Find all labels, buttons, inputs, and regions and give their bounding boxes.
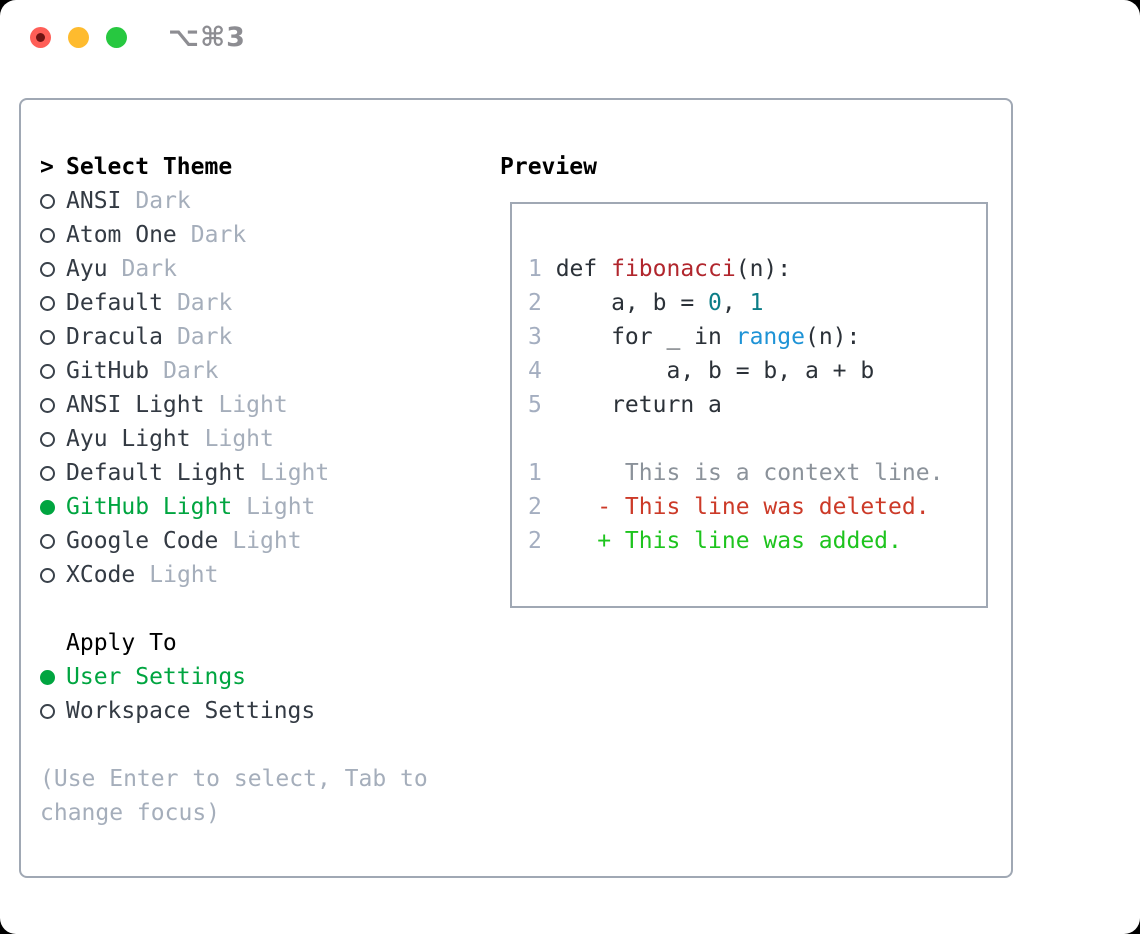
radio-selected-icon [40,670,55,685]
radio-unselected-icon [40,534,55,549]
zoom-button-icon[interactable] [106,27,127,48]
theme-item-label: GitHub Light [66,494,233,520]
spacer [40,592,470,626]
apply-option[interactable]: Workspace Settings [40,694,470,728]
radio-unselected-icon [40,704,55,719]
theme-item-label: Dracula [66,324,163,350]
apply-section-title: Apply To [66,630,177,656]
titlebar: ⌥⌘3 [0,0,1140,70]
theme-item-label: Ayu [66,256,108,282]
theme-item[interactable]: Default Dark [40,286,470,320]
theme-item-label: GitHub [66,358,150,384]
radio-unselected-icon [40,194,55,209]
window-title: ⌥⌘3 [168,22,246,53]
theme-item[interactable]: XCode Light [40,558,470,592]
radio-unselected-icon [40,262,55,277]
spacer [40,728,470,762]
line-number: 5 [528,392,542,418]
code-line: 2 a, b = 0, 1 [528,286,986,320]
theme-variant-tag: Dark [190,222,247,248]
code-line: 5 return a [528,388,986,422]
code-line: 2 - This line was deleted. [528,490,986,524]
line-number: 1 [528,460,542,486]
radio-unselected-icon [40,568,55,583]
apply-option-label: User Settings [66,664,247,690]
code-line: 3 for _ in range(n): [528,320,986,354]
line-number: 2 [528,494,542,520]
theme-section-header: > Select Theme [40,150,470,184]
theme-item[interactable]: ANSI Dark [40,184,470,218]
theme-item-label: ANSI [66,188,122,214]
line-number: 2 [528,290,542,316]
radio-unselected-icon [40,432,55,447]
theme-item[interactable]: Ayu Dark [40,252,470,286]
theme-item-label: Google Code [66,528,219,554]
theme-item[interactable]: GitHub Dark [40,354,470,388]
indent-spacer [40,626,66,660]
line-number: 2 [528,528,542,554]
theme-item-label: XCode [66,562,136,588]
theme-variant-tag: Dark [135,188,191,214]
close-button-icon[interactable] [30,27,51,48]
theme-variant-tag: Light [260,460,330,486]
theme-item[interactable]: Default Light Light [40,456,470,490]
theme-variant-tag: Dark [163,358,219,384]
apply-option-label: Workspace Settings [66,698,316,724]
theme-item-label: ANSI Light [66,392,205,418]
theme-item[interactable]: GitHub Light Light [40,490,470,524]
minimize-button-icon[interactable] [68,27,89,48]
theme-variant-tag: Light [149,562,219,588]
code-line: 4 a, b = b, a + b [528,354,986,388]
code-line: 1 def fibonacci(n): [528,252,986,286]
apply-option[interactable]: User Settings [40,660,470,694]
blank-line [528,422,986,456]
selection-caret-icon: > [40,154,54,180]
help-text: (Use Enter to select, Tab to change focu… [40,766,428,826]
theme-item[interactable]: Atom One Dark [40,218,470,252]
theme-variant-tag: Light [218,392,288,418]
theme-item[interactable]: Ayu Light Light [40,422,470,456]
line-number: 4 [528,358,542,384]
theme-item-label: Default Light [66,460,247,486]
radio-unselected-icon [40,466,55,481]
theme-variant-tag: Dark [121,256,177,282]
theme-item-label: Atom One [66,222,177,248]
radio-unselected-icon [40,228,55,243]
theme-variant-tag: Dark [176,290,233,316]
radio-unselected-icon [40,398,55,413]
apply-section-header: Apply To [40,626,470,660]
theme-item-label: Ayu Light [66,426,191,452]
line-number: 3 [528,324,542,350]
theme-variant-tag: Light [246,494,316,520]
radio-selected-icon [40,500,55,515]
theme-section-title: Select Theme [66,154,233,180]
radio-unselected-icon [40,364,55,379]
theme-item-label: Default [66,290,163,316]
code-line: 2 + This line was added. [528,524,986,558]
theme-item[interactable]: Dracula Dark [40,320,470,354]
code-line: 1 This is a context line. [528,456,986,490]
theme-item[interactable]: Google Code Light [40,524,470,558]
theme-variant-tag: Light [204,426,274,452]
radio-unselected-icon [40,296,55,311]
theme-item[interactable]: ANSI Light Light [40,388,470,422]
preview-title: Preview [500,154,597,180]
theme-variant-tag: Light [232,528,302,554]
preview-column: Preview 1 def fibonacci(n):2 a, b = 0, 1… [500,150,990,608]
line-number: 1 [528,256,542,282]
radio-unselected-icon [40,330,55,345]
theme-variant-tag: Dark [176,324,233,350]
